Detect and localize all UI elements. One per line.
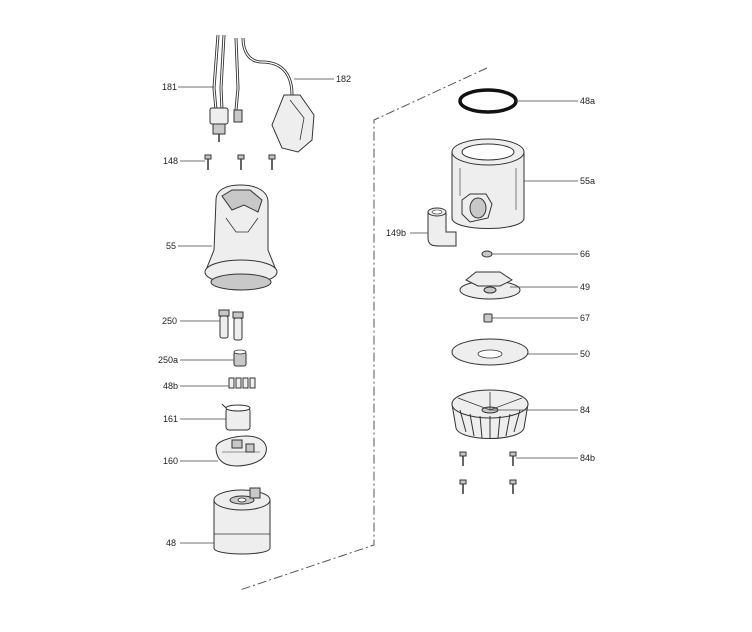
part-48a-o-ring (458, 88, 518, 114)
assembly-divider-line (239, 67, 488, 591)
label-182: 182 (336, 74, 351, 84)
label-160: 160 (163, 456, 178, 466)
label-181: 181 (162, 82, 177, 92)
part-48-motor (213, 487, 271, 555)
label-50: 50 (580, 349, 590, 359)
label-250: 250 (162, 316, 177, 326)
label-250a: 250a (158, 355, 178, 365)
label-149b: 149b (386, 228, 406, 238)
label-161: 161 (163, 414, 178, 424)
part-66-washer (481, 250, 493, 258)
part-161-capacitor (221, 403, 251, 431)
part-148-screws (204, 154, 276, 170)
label-84b: 84b (580, 453, 595, 463)
label-55a: 55a (580, 176, 595, 186)
label-55: 55 (166, 241, 176, 251)
label-48b: 48b (163, 381, 178, 391)
part-49-impeller (459, 271, 521, 300)
label-66: 66 (580, 249, 590, 259)
label-48a: 48a (580, 96, 595, 106)
part-67-nut (483, 313, 493, 323)
leader-lines (178, 78, 578, 544)
label-48: 48 (166, 538, 176, 548)
part-182-float-switch (233, 37, 315, 153)
part-55a-volute-housing (451, 138, 525, 229)
part-250a-nut (233, 349, 247, 367)
part-250-sleeves (218, 309, 244, 341)
part-160-terminal-plate (215, 435, 267, 467)
label-49: 49 (580, 282, 590, 292)
part-149b-elbow (427, 207, 457, 247)
part-48b-plugs (228, 377, 256, 389)
part-181-cable (209, 34, 229, 142)
part-84b-screws (459, 451, 517, 494)
label-84: 84 (580, 405, 590, 415)
part-84-strainer-base (451, 389, 529, 439)
label-148: 148 (163, 156, 178, 166)
part-55-pump-housing (204, 184, 278, 291)
label-67: 67 (580, 313, 590, 323)
part-50-suction-plate (451, 338, 529, 366)
